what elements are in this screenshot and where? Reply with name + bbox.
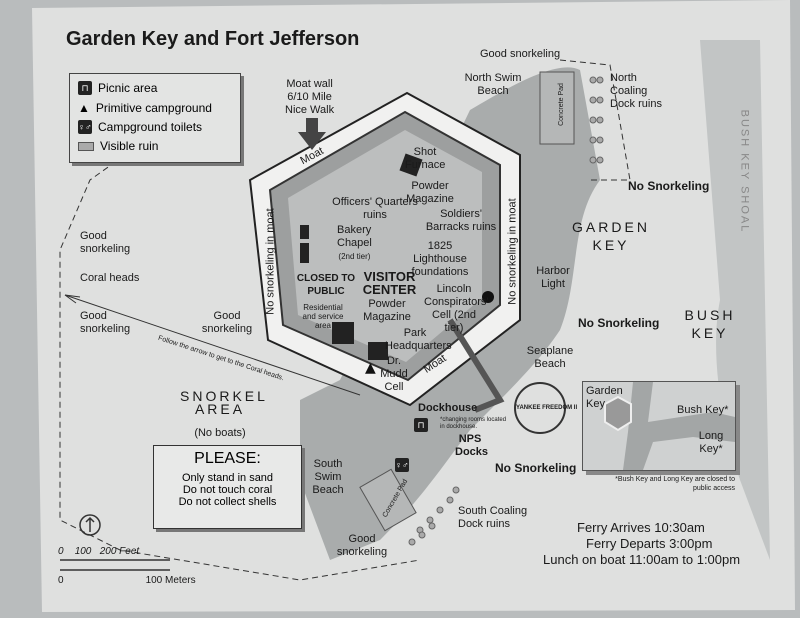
powder-magazine-building	[399, 153, 423, 177]
campground-icon: ▲	[365, 360, 376, 376]
powder-magazine-label: Powder Magazine	[363, 298, 411, 323]
rule-item: Do not touch coral	[182, 484, 273, 496]
fort-parade-ground	[288, 130, 482, 362]
garden-key-label: GARDEN KEY	[572, 219, 650, 253]
bakery-building	[300, 225, 309, 239]
dock	[447, 318, 505, 413]
north-concrete-pad	[539, 71, 575, 145]
north-swim-beach-label: North Swim Beach	[464, 72, 522, 97]
good-snorkeling-label: Good snorkeling	[480, 48, 561, 60]
harbor-light-marker	[482, 291, 494, 303]
moat-wall-arrow	[298, 118, 326, 150]
dockhouse-label: Dockhouse	[418, 402, 478, 414]
concrete-pad-label: Concrete Pad	[557, 83, 565, 126]
lunch-time: Lunch on boat 11:00am to 1:00pm	[543, 552, 741, 567]
rule-item: Do not collect shells	[178, 496, 277, 508]
snorkel-boundary	[59, 79, 421, 581]
ferry-arrives: Ferry Arrives 10:30am	[577, 520, 705, 535]
ferry-logo: YANKEE FREEDOM II	[514, 382, 577, 434]
bush-key-shoal	[700, 40, 770, 560]
harbor-light-label: Harbor Light	[536, 265, 570, 290]
inset-map: Garden Key Bush Key* Long Key*	[582, 381, 736, 471]
nps-docks-label: NPS Docks	[455, 433, 489, 458]
powder-magazine-label: Powder Magazine	[406, 180, 454, 205]
scale-bar	[60, 514, 170, 571]
inset-graphics	[604, 382, 735, 470]
inset-long-key: Long Key*	[698, 430, 724, 455]
coral-arrow-line	[64, 294, 361, 396]
bush-key-shoal-label: BUSH KEY SHOAL	[738, 109, 751, 234]
legend-item: ♀♂Campground toilets	[78, 120, 203, 134]
good-snorkeling-label: Good snorkeling	[80, 310, 131, 335]
good-snorkeling-label: Good snorkeling	[201, 310, 253, 335]
legend-item: Visible ruin	[78, 139, 158, 153]
ferry-departs: Ferry Departs 3:00pm	[586, 536, 713, 551]
legend-item: ▲Primitive campground	[78, 101, 212, 115]
legend-item: ⊓Picnic area	[78, 81, 157, 95]
north-coaling-label: North Coaling Dock ruins	[610, 72, 662, 110]
snorkel-area-label: SNORKEL AREA	[180, 388, 268, 417]
south-swim-beach-label: South Swim Beach	[312, 458, 344, 496]
dr-mudd-cell	[368, 342, 388, 360]
seaplane-beach-label: Seaplane Beach	[526, 345, 574, 370]
closed-to-public-label: CLOSED TO PUBLIC	[296, 273, 356, 297]
scale-feet: 0 100 200 Feet	[58, 546, 140, 557]
park-hq-label: Park Headquarters	[385, 327, 452, 352]
south-concrete-pad	[359, 468, 417, 532]
lighthouse-label: 1825 Lighthouse foundations	[411, 240, 469, 278]
visitor-center-label: VISITOR CENTER	[362, 269, 417, 297]
dockhouse-note: *changing rooms located in dockhouse.	[440, 417, 507, 430]
residential-area-label: Residential and service area	[302, 303, 344, 330]
inset-fort	[604, 395, 632, 432]
no-snorkeling-moat-label: No snorkeling in moat	[264, 208, 277, 315]
no-snorkeling-label: No Snorkeling	[628, 179, 710, 193]
picnic-icon: ⊓	[414, 418, 428, 432]
inset-garden-key: Garden Key	[586, 385, 623, 410]
inset-bush-key: Bush Key*	[677, 404, 729, 416]
please-rules-box: PLEASE: Only stand in sand Do not touch …	[153, 445, 302, 529]
building	[332, 322, 354, 344]
lincoln-cell-label: Lincoln Conspirators' Cell (2nd tier)	[424, 283, 489, 334]
toilet-icon: ♀♂	[395, 458, 409, 472]
no-snorkeling-label: No Snorkeling	[495, 461, 577, 475]
coral-heads-label: Coral heads	[80, 272, 140, 284]
campground-icon: ▲	[78, 101, 90, 115]
good-snorkeling-label: Good snorkeling	[80, 230, 131, 255]
south-coaling-label: South Coaling Dock ruins	[458, 505, 528, 530]
no-snorkeling-moat-label: No snorkeling in moat	[506, 198, 519, 305]
toilet-icon: ♀♂	[78, 120, 92, 134]
bush-key-label: BUSH KEY	[684, 307, 736, 341]
bakery-label: Bakery	[337, 224, 372, 236]
page-title: Garden Key and Fort Jefferson	[66, 28, 360, 50]
north-arrow-icon	[79, 514, 101, 536]
north-coaling-dots	[589, 76, 604, 164]
no-boats-label: (No boats)	[194, 427, 246, 439]
dr-mudd-cell-label: Dr. Mudd Cell	[380, 355, 408, 393]
rule-item: Only stand in sand	[181, 472, 274, 484]
shot-furnace-label: Shot Furnace	[405, 146, 446, 171]
soldiers-barracks-label: Soldiers' Barracks ruins	[425, 208, 497, 233]
picnic-icon: ⊓	[78, 81, 92, 95]
ruin-icon	[78, 141, 94, 151]
legend: ⊓Picnic area ▲Primitive campground ♀♂Cam…	[69, 73, 241, 163]
chapel-label: Chapel(2nd tier)	[337, 237, 372, 261]
please-title: PLEASE:	[194, 450, 261, 467]
inset-note: *Bush Key and Long Key are closed to pub…	[615, 476, 735, 492]
south-coaling-dots	[408, 486, 460, 546]
good-snorkeling-label: Good snorkeling	[336, 533, 388, 558]
no-snorkeling-label: No Snorkeling	[578, 316, 660, 330]
officers-quarters-label: Officers' Quarters ruins	[332, 196, 418, 221]
